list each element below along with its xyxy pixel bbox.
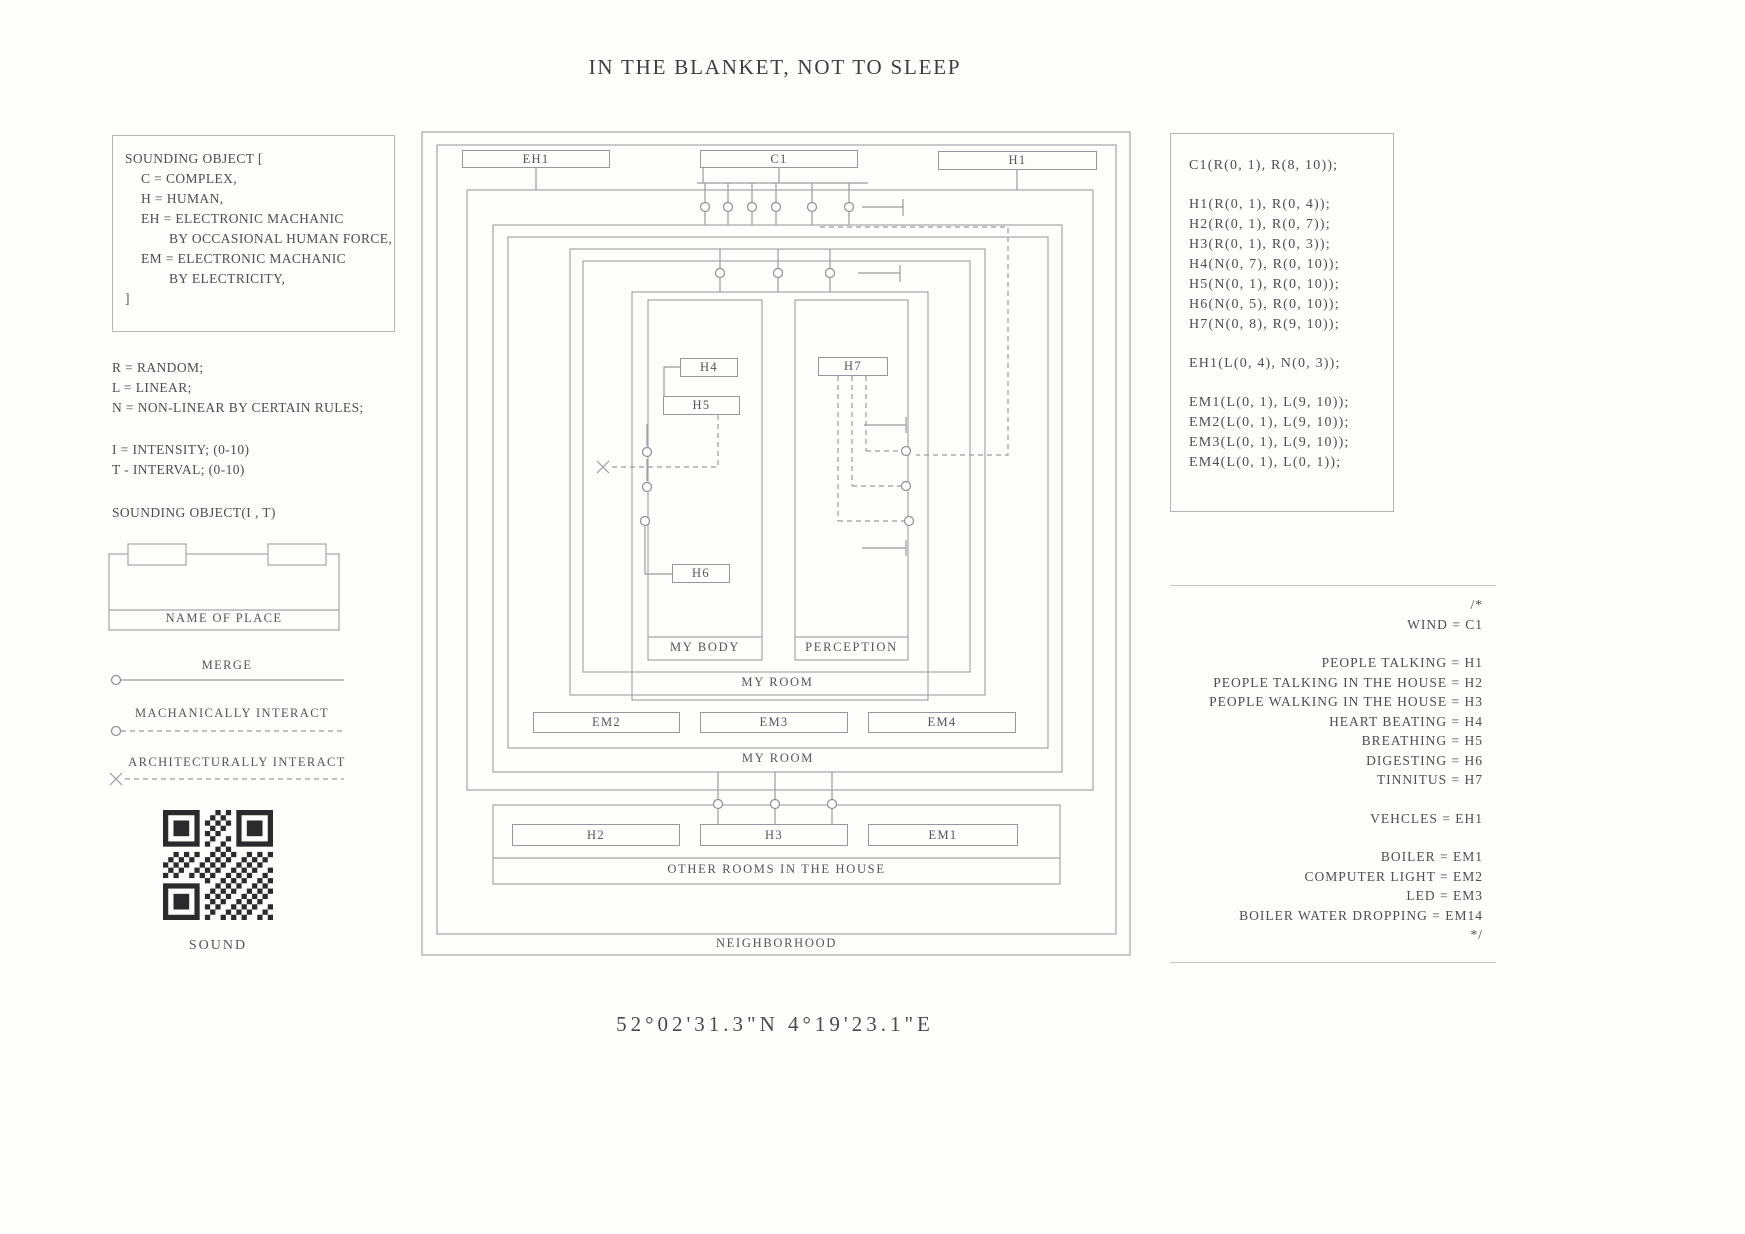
box-em2: EM2 <box>533 712 680 733</box>
my-body-label: MY BODY <box>669 640 741 654</box>
box-em1: EM1 <box>868 824 1018 846</box>
other-rooms-label: OTHER ROOMS IN THE HOUSE <box>667 862 886 876</box>
box-h5: H5 <box>663 396 740 415</box>
code-em3: EM3(L(0, 1), L(9, 10)); <box>1189 435 1350 450</box>
box-em4: EM4 <box>868 712 1016 733</box>
box-h7-label: H7 <box>844 359 862 373</box>
box-h4-label: H4 <box>700 360 718 374</box>
legend-eh-line2: BY OCCASIONAL HUMAN FORCE, <box>169 231 393 246</box>
box-h1-label: H1 <box>1008 153 1027 167</box>
code-em1: EM1(L(0, 1), L(9, 10)); <box>1189 395 1350 410</box>
diagram-dashed-interactions <box>596 226 1009 527</box>
code-h7: H7(N(0, 8), R(9, 10)); <box>1189 317 1340 332</box>
map-digesting: DIGESTING = H6 <box>1366 752 1483 768</box>
sounding-object-signature: SOUNDING OBJECT(I , T) <box>112 505 276 520</box>
diagram-connectors <box>535 168 1018 824</box>
box-h6-label: H6 <box>692 566 710 580</box>
definitions-it: I = INTENSITY; (0-10) T - INTERVAL; (0-1… <box>112 440 249 480</box>
merge-label: MERGE <box>201 658 253 672</box>
qr-modules <box>163 810 273 920</box>
sound-label: SOUND <box>188 938 248 953</box>
box-em4-label: EM4 <box>927 715 957 729</box>
code-h2: H2(R(0, 1), R(0, 7)); <box>1189 217 1331 232</box>
map-boiler: BOILER = EM1 <box>1380 849 1483 864</box>
code-h6: H6(N(0, 5), R(0, 10)); <box>1189 297 1340 312</box>
merge-symbol <box>110 674 344 686</box>
mechanically-interact-label: MACHANICALLY INTERACT <box>135 706 329 720</box>
my-room-inner-label: MY ROOM <box>741 675 814 689</box>
page-title: IN THE BLANKET, NOT TO SLEEP <box>588 55 962 79</box>
gps-coordinates: 52°02'31.3"N 4°19'23.1"E <box>616 1012 934 1036</box>
definitions-rln: R = RANDOM; L = LINEAR; N = NON-LINEAR B… <box>112 358 364 418</box>
box-h2: H2 <box>512 824 680 846</box>
def-intensity: I = INTENSITY; (0-10) <box>112 442 250 457</box>
def-linear: L = LINEAR; <box>112 380 192 395</box>
box-em1-label: EM1 <box>928 827 958 842</box>
architecturally-interact-label: ARCHITECTURALLY INTERACT <box>128 755 346 769</box>
map-breathing: BREATHING = H5 <box>1361 733 1483 748</box>
box-h1: H1 <box>938 151 1097 170</box>
perception-label: PERCEPTION <box>805 640 898 654</box>
sound-mapping-panel: /* WIND = C1 PEOPLE TALKING = H1 PEOPLE … <box>1170 585 1496 963</box>
code-eh1: EH1(L(0, 4), N(0, 3)); <box>1189 356 1341 371</box>
box-h2-label: H2 <box>587 827 605 842</box>
box-em3: EM3 <box>700 712 848 733</box>
map-walking-house: PEOPLE WALKING IN THE HOUSE = H3 <box>1209 694 1483 709</box>
qr-code <box>163 810 273 920</box>
legend-header: SOUNDING OBJECT [ <box>125 151 263 166</box>
box-h6: H6 <box>672 564 730 583</box>
legend-eh-line1: EH = ELECTRONIC MACHANIC <box>141 211 344 226</box>
box-h7: H7 <box>818 357 888 376</box>
box-h5-label: H5 <box>692 398 711 412</box>
code-h5: H5(N(0, 1), R(0, 10)); <box>1189 277 1340 292</box>
map-vehicles: VEHCLES = EH1 <box>1370 810 1483 826</box>
def-nonlinear: N = NON-LINEAR BY CERTAIN RULES; <box>112 400 364 415</box>
legend-close-bracket: ] <box>125 291 130 306</box>
def-random: R = RANDOM; <box>112 360 204 375</box>
map-heart: HEART BEATING = H4 <box>1329 713 1483 729</box>
code-c1: C1(R(0, 1), R(8, 10)); <box>1189 158 1339 173</box>
mechanically-interact-symbol <box>110 725 344 737</box>
legend-em-line2: BY ELECTRICITY, <box>169 271 286 286</box>
box-em2-label: EM2 <box>592 715 621 729</box>
code-h4: H4(N(0, 7), R(0, 10)); <box>1189 257 1340 272</box>
parameters-code-panel: C1(R(0, 1), R(8, 10)); H1(R(0, 1), R(0, … <box>1170 133 1394 512</box>
map-talking-house: PEOPLE TALKING IN THE HOUSE = H2 <box>1213 674 1483 690</box>
box-c1: C1 <box>700 150 858 168</box>
code-em2: EM2(L(0, 1), L(9, 10)); <box>1189 415 1350 430</box>
map-wind: WIND = C1 <box>1407 616 1483 632</box>
box-eh1-label: EH1 <box>522 151 550 166</box>
map-water-dropping: BOILER WATER DROPPING = EM14 <box>1239 907 1483 923</box>
code-h3: H3(R(0, 1), R(0, 3)); <box>1189 237 1331 252</box>
architecturally-interact-symbol <box>109 772 344 786</box>
legend-human: H = HUMAN, <box>141 191 224 206</box>
legend-complex: C = COMPLEX, <box>141 171 238 186</box>
map-led: LED = EM3 <box>1406 888 1483 903</box>
box-c1-label: C1 <box>770 151 788 166</box>
box-h3: H3 <box>700 824 848 846</box>
code-em4: EM4(L(0, 1), L(0, 1)); <box>1189 455 1342 470</box>
name-of-place-symbol <box>108 543 340 631</box>
map-comment-open: /* <box>1470 597 1483 612</box>
sounding-object-legend-box: SOUNDING OBJECT [ C = COMPLEX, H = HUMAN… <box>112 135 395 332</box>
box-h4: H4 <box>680 358 738 377</box>
box-em3-label: EM3 <box>759 715 789 729</box>
code-h1: H1(R(0, 1), R(0, 4)); <box>1189 197 1331 212</box>
map-computer-light: COMPUTER LIGHT = EM2 <box>1304 868 1483 884</box>
map-comment-close: */ <box>1470 927 1483 942</box>
box-eh1: EH1 <box>462 150 610 168</box>
neighborhood-label: NEIGHBORHOOD <box>715 936 838 950</box>
my-room-outer-label: MY ROOM <box>741 751 815 765</box>
def-interval: T - INTERVAL; (0-10) <box>112 462 245 477</box>
qr-finder-patterns <box>163 810 273 920</box>
box-h3-label: H3 <box>765 827 783 842</box>
map-talking: PEOPLE TALKING = H1 <box>1321 655 1483 670</box>
name-of-place-label: NAME OF PLACE <box>165 611 283 625</box>
legend-em-line1: EM = ELECTRONIC MACHANIC <box>141 251 347 266</box>
map-tinnitus: TINNITUS = H7 <box>1376 772 1483 787</box>
